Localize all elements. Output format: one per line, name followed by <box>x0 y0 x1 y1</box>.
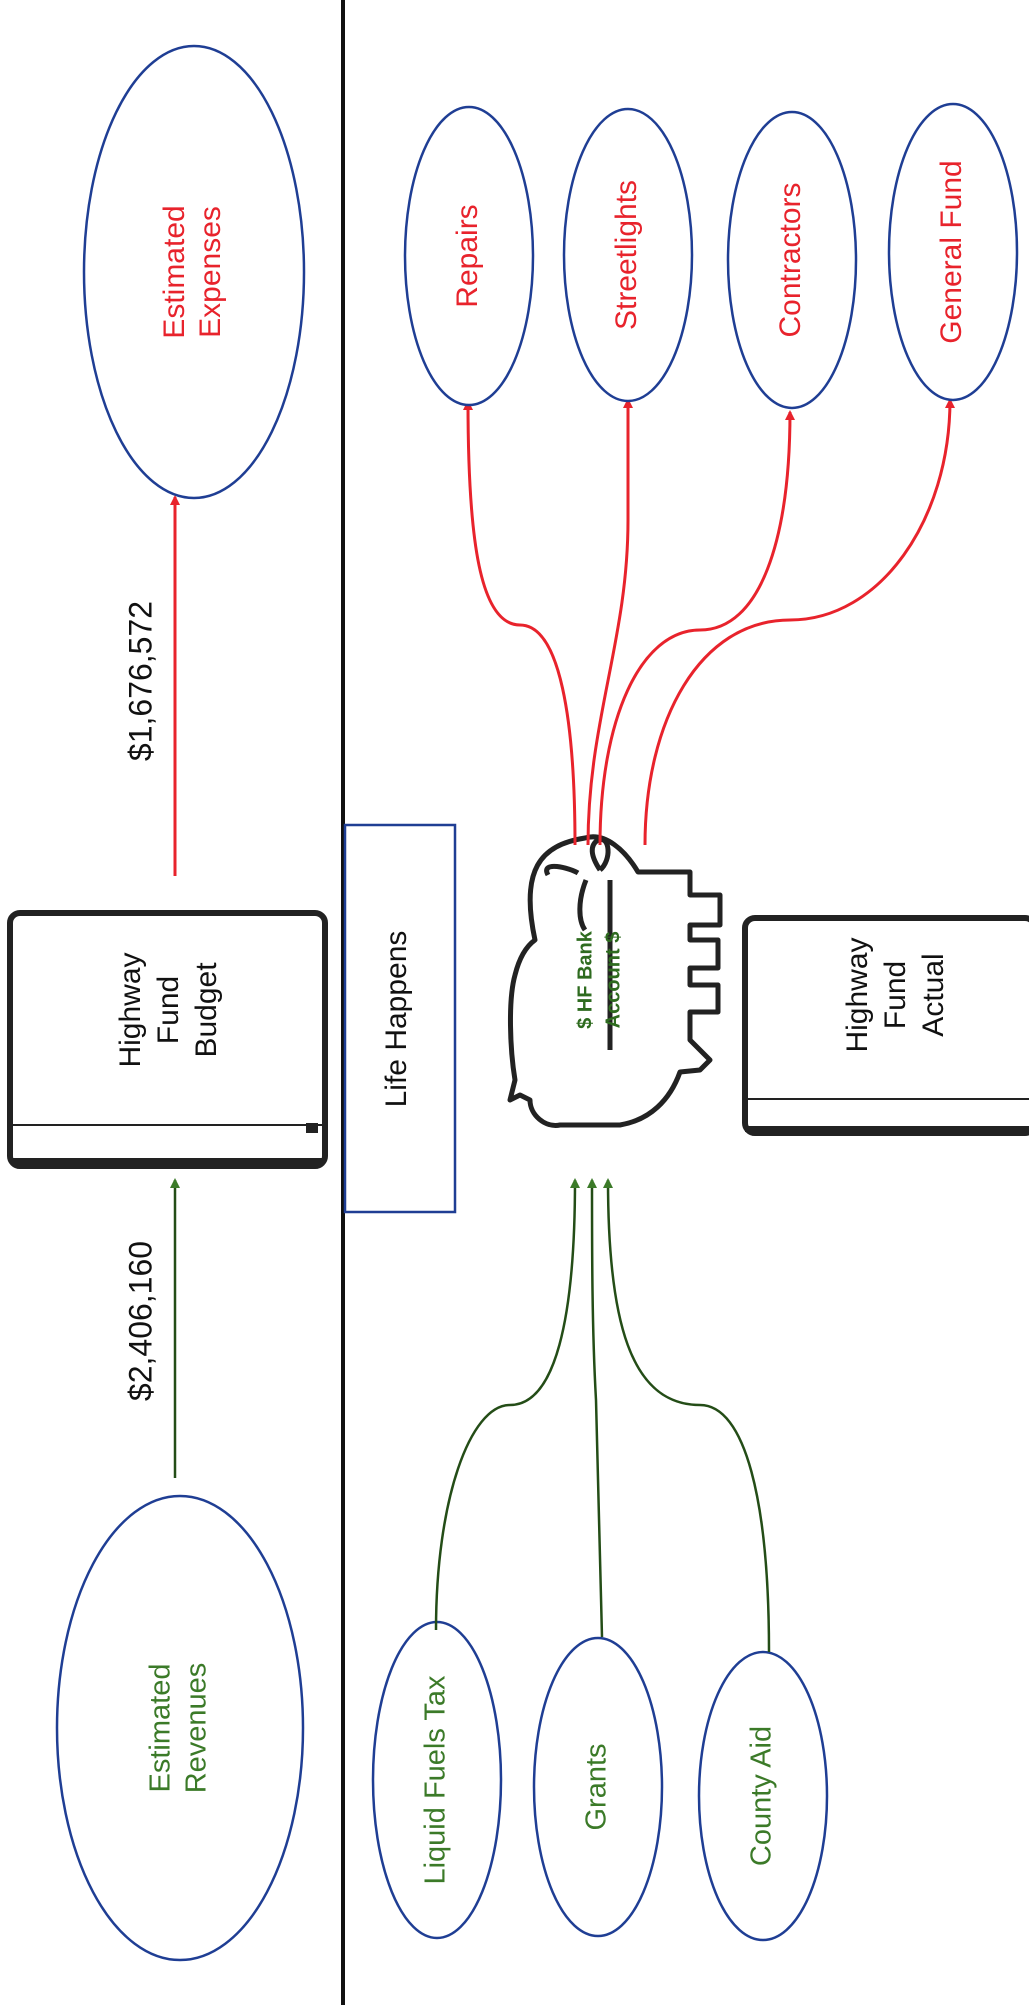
expense-general-fund: General Fund <box>887 102 1019 402</box>
estimated-expenses-node: Estimated Expenses <box>82 44 306 500</box>
bank-to-contractors-edge <box>598 410 795 846</box>
actual-book-line2: Fund <box>879 961 912 1029</box>
source-label: County Aid <box>746 1726 778 1866</box>
estimated-revenues-label-line1: Estimated <box>145 1664 177 1793</box>
estimated-revenues-label-line2: Revenues <box>181 1663 213 1794</box>
bank-label-line1: $ HF Bank <box>574 930 596 1029</box>
life-happens-label: Life Happens <box>380 931 413 1108</box>
source-county-aid: County Aid <box>697 1650 829 1942</box>
expense-label: Repairs <box>451 204 484 307</box>
bank-to-general-fund-edge <box>643 398 955 846</box>
budget-book-line1: Highway <box>114 952 147 1067</box>
actual-book-icon: Highway Fund Actual <box>742 915 1029 1136</box>
county-aid-to-bank-edge <box>603 1178 771 1653</box>
budget-book-line3: Budget <box>190 962 223 1058</box>
bank-to-repairs-edge <box>463 400 577 846</box>
bank-to-streetlights-edge <box>586 398 633 846</box>
life-happens-box: Life Happens <box>343 823 457 1214</box>
liquid-fuels-to-bank-edge <box>434 1178 580 1631</box>
expense-repairs: Repairs <box>403 105 535 407</box>
estimated-expenses-label-line2: Expenses <box>194 206 227 338</box>
expense-contractors: Contractors <box>726 110 858 410</box>
estimated-expenses-label-line1: Estimated <box>158 205 191 338</box>
grants-to-bank-edge <box>587 1178 604 1638</box>
source-label: Grants <box>581 1743 613 1830</box>
source-liquid-fuels-tax: Liquid Fuels Tax <box>371 1620 503 1940</box>
expenses-amount: $1,676,572 <box>122 601 158 761</box>
expense-label: Streetlights <box>610 180 643 330</box>
bank-label-line2: Account $ <box>602 932 624 1029</box>
piggy-bank-icon: $ HF Bank Account $ <box>507 834 723 1128</box>
source-grants: Grants <box>532 1636 664 1938</box>
estimated-revenues-node: Estimated Revenues <box>55 1494 305 1962</box>
expense-label: Contractors <box>774 182 807 337</box>
expense-streetlights: Streetlights <box>562 107 694 403</box>
budget-book-line2: Fund <box>152 976 185 1044</box>
expense-label: General Fund <box>935 160 968 343</box>
budget-book-icon: Highway Fund Budget <box>7 910 328 1169</box>
actual-book-line1: Highway <box>841 937 874 1052</box>
source-label: Liquid Fuels Tax <box>420 1675 452 1885</box>
actual-book-line3: Actual <box>917 953 950 1036</box>
revenues-amount: $2,406,160 <box>122 1241 158 1401</box>
